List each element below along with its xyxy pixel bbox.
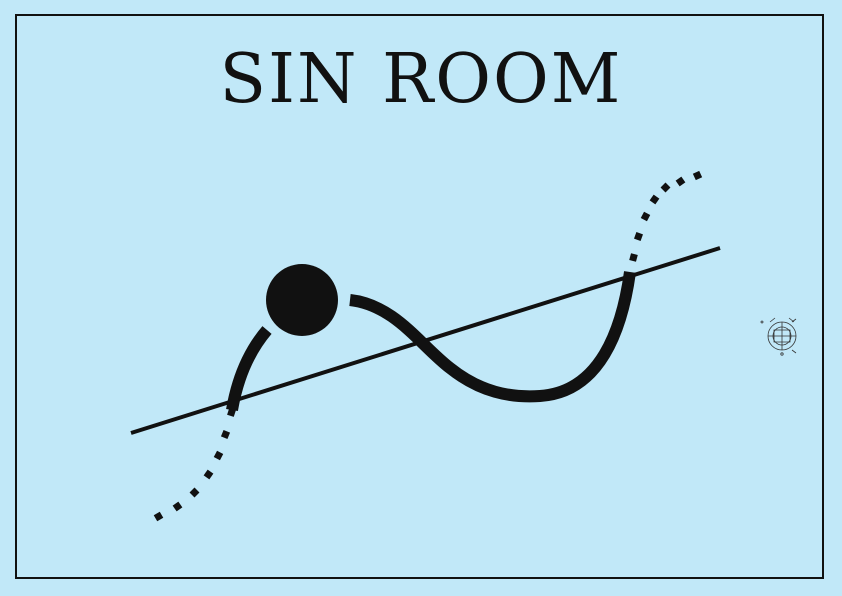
main-curve-segment xyxy=(349,271,636,403)
head-circle xyxy=(266,264,338,336)
sign-frame xyxy=(15,14,824,579)
right-dotted-tail xyxy=(629,170,703,262)
sign-title: SIN ROOM xyxy=(219,40,623,119)
left-curve-segment xyxy=(226,326,272,412)
circular-emblem-icon xyxy=(760,317,797,356)
left-dotted-tail xyxy=(153,408,236,522)
